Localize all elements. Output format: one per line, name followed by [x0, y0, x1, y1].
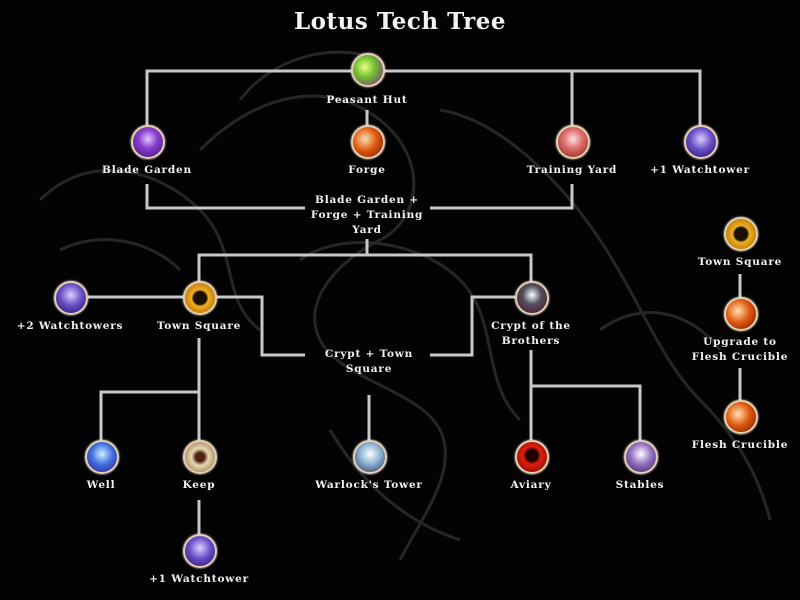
- node-label: Training Yard: [526, 164, 618, 176]
- well-icon: [85, 440, 119, 474]
- node-label: Well: [86, 479, 116, 491]
- requirement-label: Blade Garden + Forge + Training Yard: [310, 194, 424, 236]
- blade-garden-icon: [131, 125, 165, 159]
- node-label: Crypt of the Brothers: [491, 320, 571, 347]
- node-label: Aviary: [510, 479, 552, 491]
- town-square-icon: [724, 217, 758, 251]
- connector: [99, 338, 201, 442]
- page-title: Lotus Tech Tree: [294, 8, 506, 35]
- node-label: +1 Watchtower: [149, 573, 249, 585]
- stables-icon: [624, 440, 658, 474]
- node-label: Keep: [182, 479, 216, 491]
- node-label: Flesh Crucible: [691, 439, 789, 451]
- connector: [145, 184, 574, 210]
- connector: [430, 295, 531, 357]
- watchtower-icon: [54, 281, 88, 315]
- connector: [197, 239, 533, 284]
- peasant-hut-icon: [351, 53, 385, 87]
- forge-icon: [351, 125, 385, 159]
- node-label: +1 Watchtower: [650, 164, 750, 176]
- keep-icon: [183, 440, 217, 474]
- watchtower-icon: [183, 534, 217, 568]
- training-yard-icon: [556, 125, 590, 159]
- node-label: Forge: [348, 164, 386, 176]
- node-label: Peasant Hut: [326, 94, 408, 106]
- aviary-icon: [515, 440, 549, 474]
- node-label: Upgrade to Flesh Crucible: [691, 336, 789, 363]
- connector: [529, 350, 642, 442]
- connector: [145, 69, 702, 128]
- crypt-icon: [515, 281, 549, 315]
- node-label: Town Square: [156, 320, 242, 332]
- node-label: +2 Watchtowers: [16, 320, 124, 332]
- node-label: Stables: [615, 479, 665, 491]
- requirement-label: Crypt + Town Square: [324, 348, 414, 375]
- node-label: Warlock's Tower: [315, 479, 423, 491]
- connector: [70, 295, 305, 357]
- upgrade-icon: [724, 297, 758, 331]
- node-label: Blade Garden: [102, 164, 192, 176]
- warlocks-tower-icon: [353, 440, 387, 474]
- watchtower-icon: [684, 125, 718, 159]
- flesh-crucible-icon: [724, 400, 758, 434]
- node-label: Town Square: [697, 256, 783, 268]
- town-square-icon: [183, 281, 217, 315]
